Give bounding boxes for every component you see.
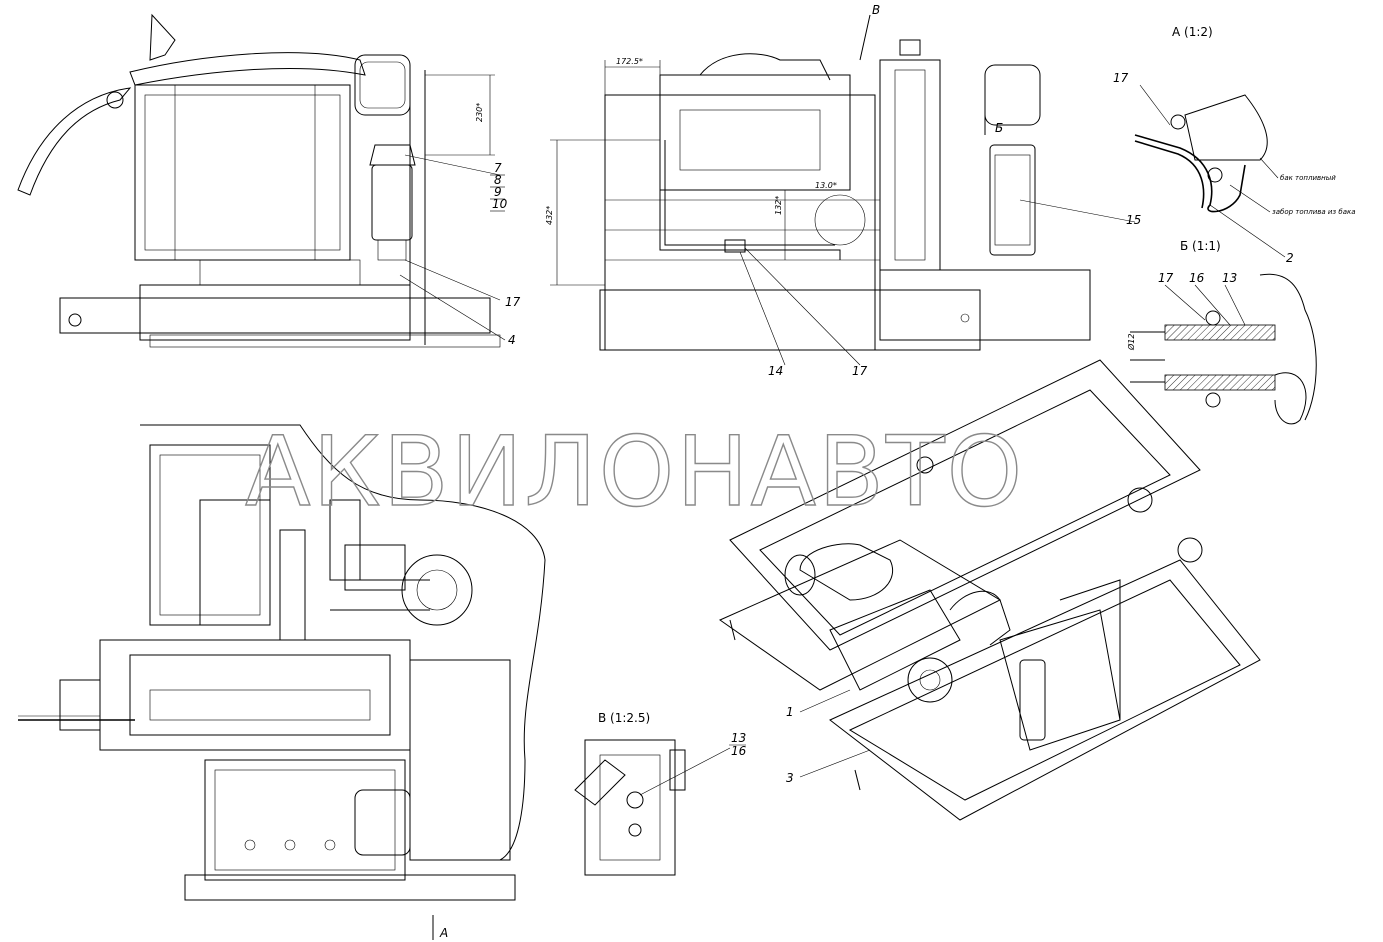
detail-view-v: В (1:2.5) 13 16 xyxy=(574,711,747,876)
note-intake: забор топлива из бака xyxy=(1272,208,1356,216)
callout-2: 2 xyxy=(1286,251,1294,265)
dimension-label: 132* xyxy=(774,196,783,215)
dimension-label: 13.0* xyxy=(815,181,837,190)
callout-17: 17 xyxy=(852,364,868,378)
top-view-left: А xyxy=(18,424,546,940)
callout-17: 17 xyxy=(505,295,521,309)
callout-4: 4 xyxy=(508,333,516,347)
view-marker-a: А xyxy=(439,926,448,940)
callout-17: 17 xyxy=(1158,271,1174,285)
dimension-label: 172.5* xyxy=(616,57,643,66)
dimension-label: 230* xyxy=(475,103,484,122)
callout-14: 14 xyxy=(768,364,783,378)
callout-3: 3 xyxy=(786,771,794,785)
view-title-v: В (1:2.5) xyxy=(598,711,650,725)
callout-8: 8 xyxy=(494,173,502,187)
callout-13: 13 xyxy=(731,731,746,745)
view-marker-b: Б xyxy=(995,121,1003,135)
callout-15: 15 xyxy=(1126,213,1141,227)
callout-17: 17 xyxy=(1113,71,1129,85)
watermark: АКВИЛОНАВТО xyxy=(245,416,1024,528)
detail-view-a: А (1:2) 17 бак топливный забор топлива и… xyxy=(1113,25,1356,265)
callout-16: 16 xyxy=(1189,271,1205,285)
view-title-a: А (1:2) xyxy=(1172,25,1213,39)
callout-9: 9 xyxy=(494,185,502,199)
callout-7: 7 xyxy=(494,161,502,175)
callout-13: 13 xyxy=(1222,271,1237,285)
detail-view-b: Б (1:1) Ø12 17 16 13 xyxy=(1126,239,1317,425)
callout-1: 1 xyxy=(786,705,794,719)
dimension-label: 432* xyxy=(545,206,554,225)
isometric-view: 1 3 xyxy=(718,359,1261,821)
callout-10: 10 xyxy=(492,197,508,211)
note-tank: бак топливный xyxy=(1280,174,1336,182)
callout-16: 16 xyxy=(731,744,747,758)
view-marker-v: В xyxy=(872,3,880,17)
dimension-label: Ø12 xyxy=(1126,334,1136,351)
side-view-center: 172.5* 432* 132* 13.0* В Б 14 17 15 xyxy=(545,3,1141,378)
view-title-b: Б (1:1) xyxy=(1180,239,1221,253)
side-view-left: 230* 7 8 9 10 17 4 xyxy=(17,13,521,348)
